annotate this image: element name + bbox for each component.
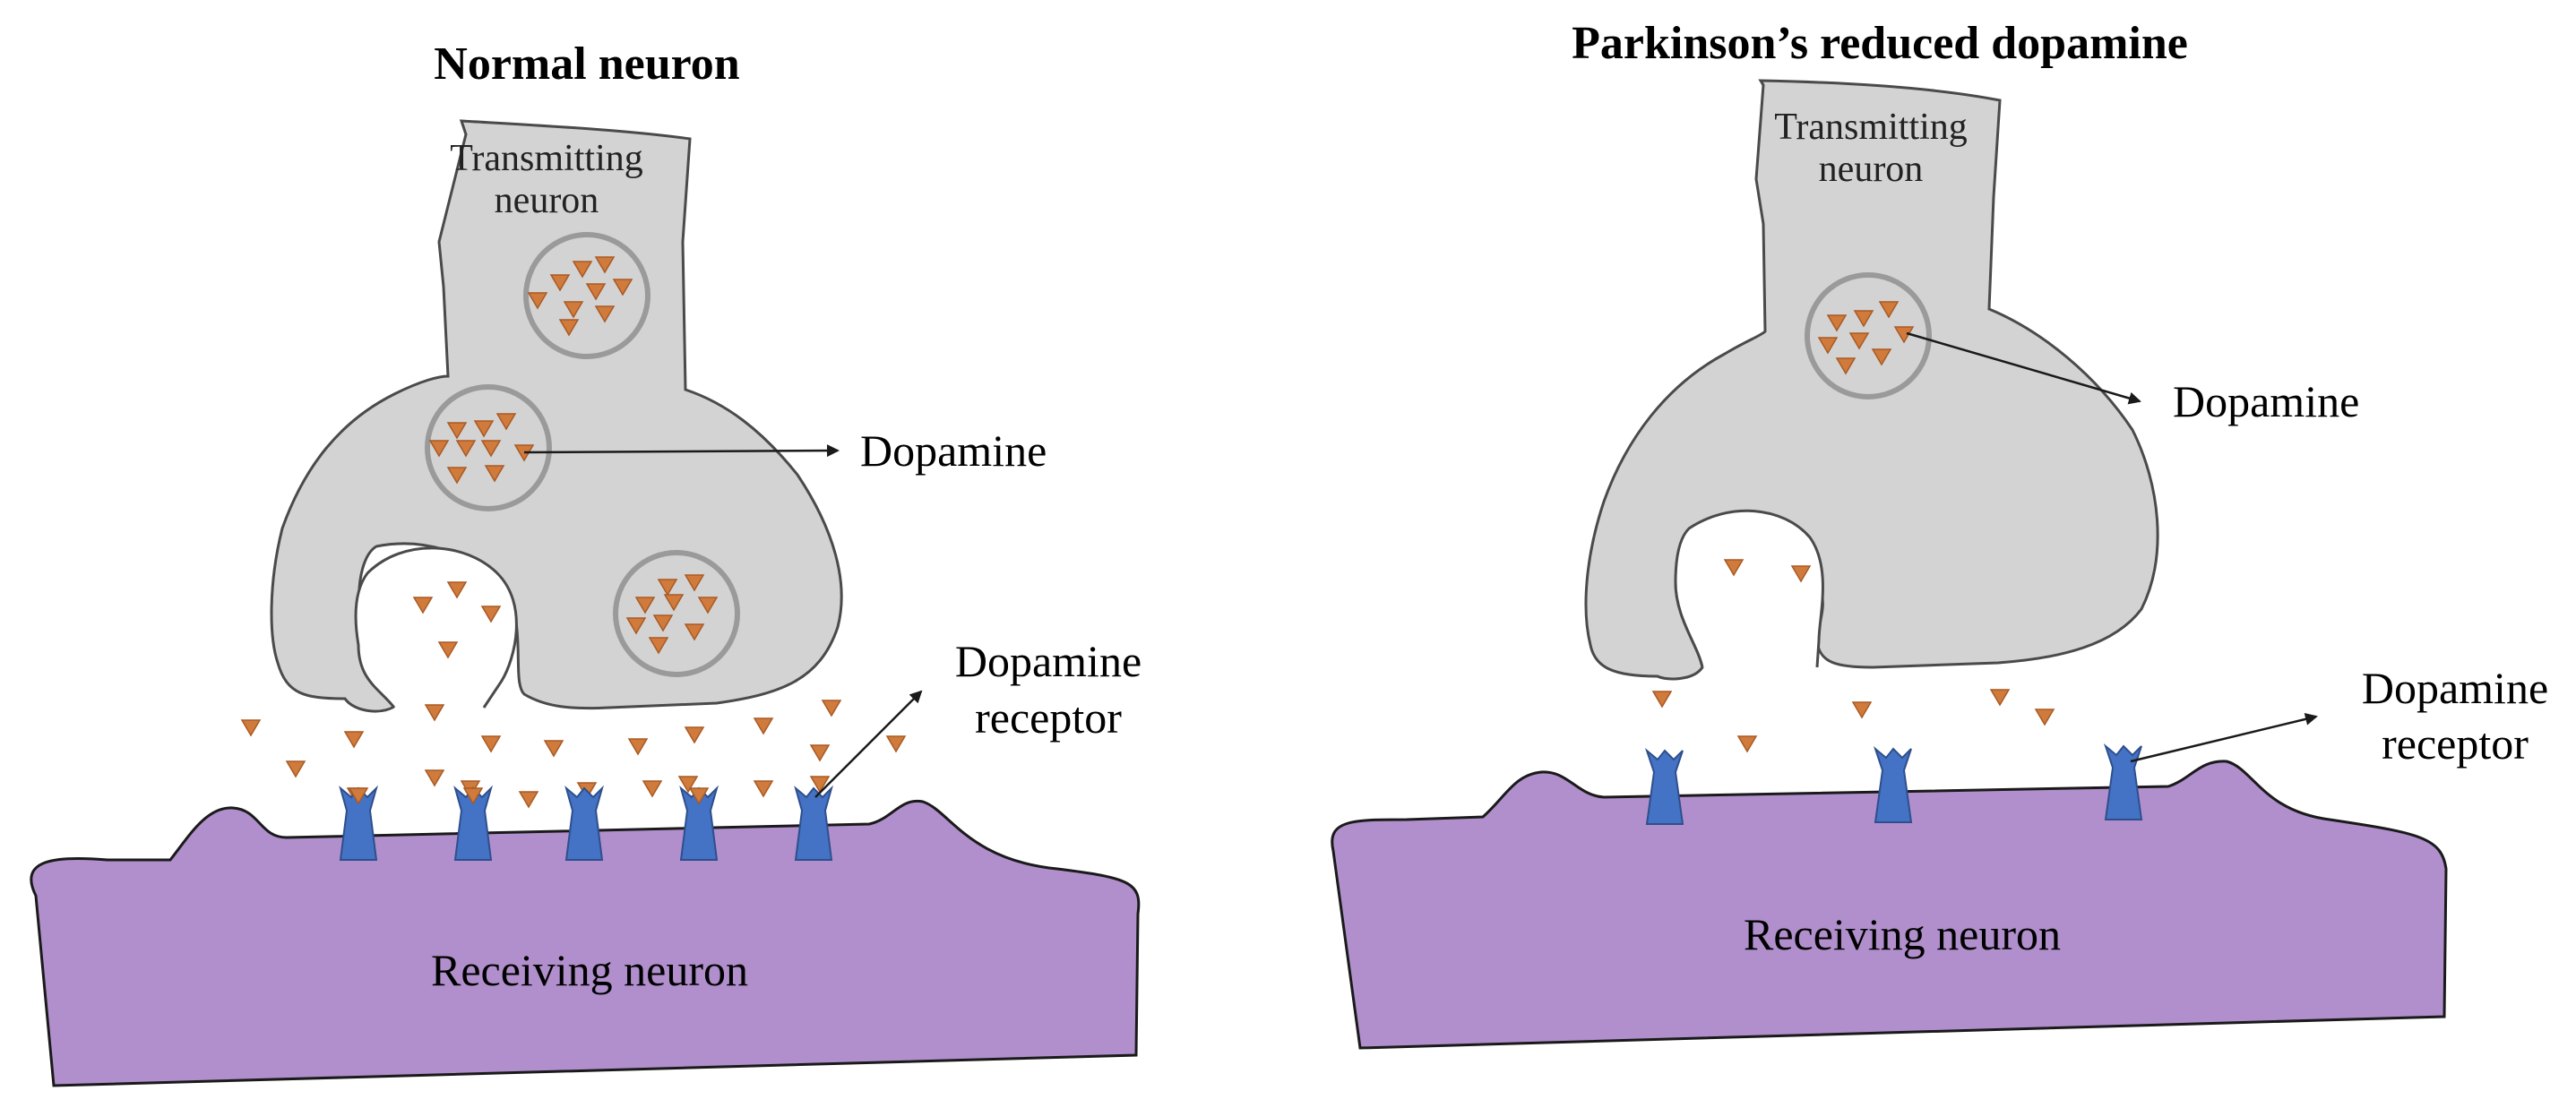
receiving-neuron-parkinsons xyxy=(1331,760,2448,1050)
receptor-parkinsons-1 xyxy=(1644,747,1684,825)
receptor-label-normal-2: receptor xyxy=(975,692,1122,743)
receptor-label-parkinsons-1: Dopamine xyxy=(2362,663,2548,713)
panel-title-parkinsons: Parkinson’s reduced dopamine xyxy=(1572,18,2188,69)
receptor-label-parkinsons-2: receptor xyxy=(2382,718,2529,769)
synaptic-cleft-parkinsons xyxy=(1676,511,1823,667)
transmitting-label-parkinsons-2: neuron xyxy=(1819,149,1924,190)
transmitting-label-normal-2: neuron xyxy=(495,180,599,221)
dopamine-label-normal: Dopamine xyxy=(860,425,1047,476)
receptor-normal-5 xyxy=(794,785,833,861)
receptor-arrow-parkinsons xyxy=(2130,713,2318,763)
transmitting-label-parkinsons-1: Transmitting xyxy=(1774,107,1968,148)
receptor-parkinsons-2 xyxy=(1873,745,1913,823)
dopamine-arrow-normal xyxy=(523,444,840,458)
receiving-label-parkinsons: Receiving neuron xyxy=(1744,909,2061,959)
dopamine-label-parkinsons: Dopamine xyxy=(2173,376,2359,426)
panel-normal: Normal neuron Transmitting neuron xyxy=(30,39,1142,1087)
receptor-arrow-normal xyxy=(814,690,923,798)
receiving-neuron-normal xyxy=(30,799,1141,1087)
vesicle-normal-3 xyxy=(613,550,740,677)
vesicle-normal-1 xyxy=(523,232,650,359)
transmitting-label-normal-1: Transmitting xyxy=(450,138,643,179)
receptor-parkinsons-3 xyxy=(2103,743,2143,820)
cleft-outline-normal xyxy=(354,546,518,709)
receptor-normal-3 xyxy=(564,785,604,861)
cleft-outline-parkinsons xyxy=(1674,509,1824,668)
dopamine-arrow-parkinsons xyxy=(1906,331,2141,405)
receptor-label-normal-1: Dopamine xyxy=(955,636,1142,686)
panel-parkinsons: Parkinson’s reduced dopamine Transmittin… xyxy=(1331,18,2548,1050)
receptors-parkinsons xyxy=(1644,743,2143,825)
receptors-normal xyxy=(339,785,833,861)
receiving-label-normal: Receiving neuron xyxy=(431,945,748,995)
vesicle-parkinsons-1 xyxy=(1805,272,1932,399)
synaptic-cleft-normal xyxy=(356,547,517,708)
panel-title-normal: Normal neuron xyxy=(434,39,739,90)
